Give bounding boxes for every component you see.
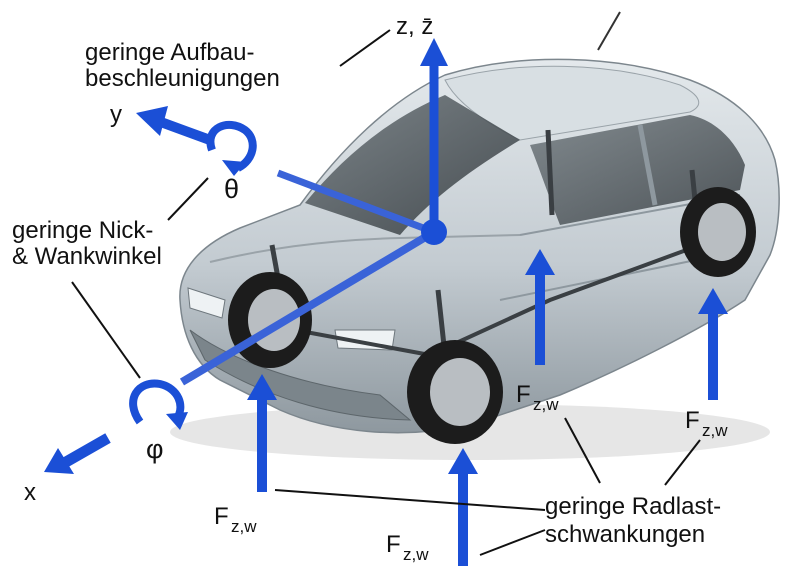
force-arrow-front-right (448, 448, 478, 566)
pitch-roll-line2: & Wankwinkel (12, 243, 162, 270)
labels: z, z̄ y x θ φ geringe Aufbau- beschleuni… (12, 13, 728, 564)
wheel-rear-right (680, 187, 756, 277)
car-bonnet (209, 234, 521, 263)
coordinate-system (44, 38, 448, 474)
origin-point (421, 219, 447, 245)
force-label-front-left: F z,w (214, 503, 257, 536)
y-axis-line (276, 169, 436, 236)
wheel-front-right (407, 340, 503, 444)
force-label-front-right: F z,w (386, 531, 429, 564)
car-front-bumper (189, 329, 412, 421)
y-direction-arrow (156, 116, 212, 145)
x-axis-line (179, 228, 437, 386)
car-antenna (597, 11, 621, 51)
z-axis-arrowhead (420, 38, 448, 66)
x-direction-arrow (63, 433, 111, 467)
leader-pitch (167, 177, 209, 221)
car-headlight-left (187, 287, 226, 319)
x-direction-arrowhead (44, 448, 74, 474)
leader-load-left (274, 489, 546, 511)
leader-load-right (664, 439, 701, 486)
svg-text:F: F (214, 503, 229, 530)
load-fluct-line2: schwankungen (545, 521, 705, 548)
body-accel-line2: beschleunigungen (85, 65, 280, 92)
car-side-windows (530, 115, 745, 225)
x-axis-label: x (24, 479, 36, 506)
load-fluct-line1: geringe Radlast- (545, 493, 721, 520)
wheel-front-left (228, 272, 312, 368)
svg-text:z,w: z,w (702, 421, 728, 440)
car-illustration (170, 11, 780, 460)
force-label-rear-left: F z,w (516, 381, 559, 414)
z-axis-label: z, z̄ (396, 13, 433, 40)
force-arrow-front-left (247, 374, 277, 492)
svg-text:F: F (685, 407, 700, 434)
theta-rotation-arrowhead (222, 160, 246, 176)
car-window-pillar (637, 124, 658, 206)
svg-text:z,w: z,w (231, 517, 257, 536)
force-label-rear-right: F z,w (685, 407, 728, 440)
phi-rotation-arrow (129, 379, 185, 425)
theta-label: θ (224, 174, 239, 204)
leader-load-bottom (479, 529, 546, 556)
leader-lines (71, 29, 701, 556)
leader-roll (71, 281, 141, 379)
leader-body-accel (339, 29, 391, 67)
svg-text:F: F (516, 381, 531, 408)
theta-rotation-arrow (206, 120, 257, 172)
phi-label: φ (146, 434, 164, 464)
pitch-roll-line1: geringe Nick- (12, 217, 153, 244)
leader-load-mid (564, 417, 601, 484)
force-arrow-rear-right (698, 288, 728, 400)
phi-rotation-arrowhead (166, 412, 188, 430)
y-direction-arrowhead (136, 106, 168, 136)
force-arrow-rear-left (525, 249, 555, 365)
y-axis-label: y (110, 101, 122, 128)
wheel-load-forces (247, 249, 728, 566)
svg-text:z,w: z,w (403, 545, 429, 564)
svg-text:z,w: z,w (533, 395, 559, 414)
svg-text:F: F (386, 531, 401, 558)
body-accel-line1: geringe Aufbau- (85, 39, 254, 66)
